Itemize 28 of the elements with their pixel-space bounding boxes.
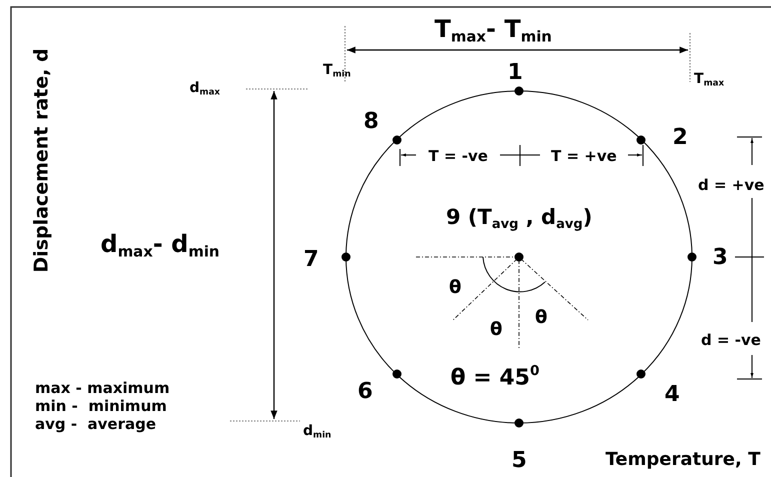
point-number: 8 — [364, 111, 379, 133]
axis-title: Temperature, T — [606, 451, 760, 469]
axis-title: Displacement rate, d — [32, 48, 52, 272]
dimension-label: d$_{min}$ — [303, 424, 332, 440]
legend-text: max - maximum — [35, 380, 170, 396]
point-number: 2 — [672, 127, 688, 149]
legend-text: min - minimum — [35, 398, 167, 414]
point-number: 5 — [512, 450, 527, 472]
point-number: 6 — [358, 381, 373, 403]
dimension-label: T$_{max}$ — [694, 72, 724, 88]
point-number: 3 — [712, 247, 728, 269]
dimension-label: T$_{min}$ — [323, 63, 351, 80]
point-number: 1 — [508, 62, 523, 84]
angle-label: θ — [535, 309, 548, 327]
sign-label: T = -ve — [428, 148, 488, 164]
angle-label: θ — [449, 279, 462, 297]
point-number: 7 — [304, 249, 319, 271]
legend-text: avg - average — [35, 416, 156, 432]
angle-label: θ — [490, 321, 502, 339]
sign-label: d = -ve — [701, 332, 761, 348]
dimension-label: d$_{max}$ — [190, 81, 220, 98]
sign-label: d = +ve — [698, 178, 764, 192]
dimension-label: T$_{max}$- T$_{min}$ — [434, 16, 552, 44]
dimension-label: d$_{max}$- d$_{min}$ — [100, 232, 220, 259]
angle-label: θ = 45$^{0}$ — [450, 364, 540, 390]
point-number: 4 — [664, 384, 680, 406]
sign-label: T = +ve — [551, 148, 617, 164]
point-label: 9 (T$_{avg}$ , d$_{avg}$) — [446, 207, 592, 231]
